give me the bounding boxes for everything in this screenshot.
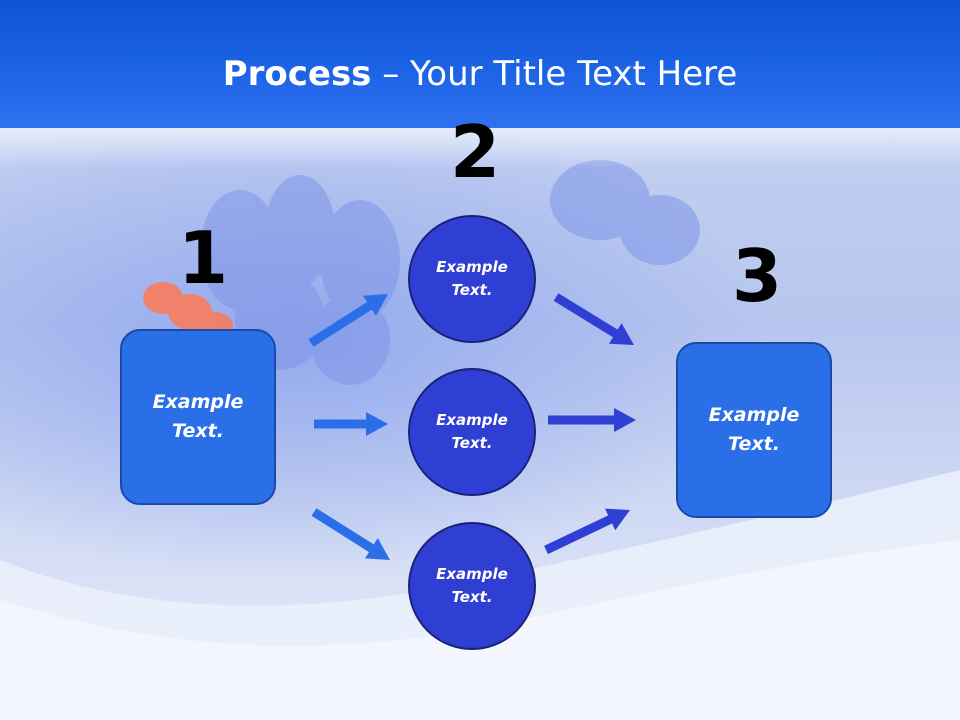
arrow-1-to-2-middle [314,412,388,436]
step-2-circle-middle-text: Example Text. [436,411,508,452]
step-2-circle-top-text: Example Text. [436,258,508,299]
step-2-circle-bottom-text: Example Text. [436,565,508,606]
slide-title-rest: – Your Title Text Here [371,54,738,94]
step-3-number: 3 [732,234,783,318]
title-bar [0,0,960,128]
slide-title-bold: Process [222,54,372,94]
arrow-2-bottom-to-3 [544,508,630,555]
step-3-text: Example Text. [708,404,800,455]
step-2-number: 2 [450,110,501,194]
step-2-circle-top: Example Text. [408,215,536,343]
step-3-box: Example Text. [676,342,832,518]
step-2-circle-middle: Example Text. [408,368,536,496]
slide-title: Process – Your Title Text Here [0,52,960,96]
step-2-circle-bottom: Example Text. [408,522,536,650]
arrow-2-middle-to-3 [548,408,636,432]
title-bar-fade [0,128,960,168]
arrow-1-to-2-bottom [311,508,390,560]
step-1-text: Example Text. [152,391,244,442]
step-1-number: 1 [178,216,229,300]
arrow-2-top-to-3 [553,293,634,345]
step-1-box: Example Text. [120,329,276,505]
arrow-1-to-2-top [308,294,388,347]
